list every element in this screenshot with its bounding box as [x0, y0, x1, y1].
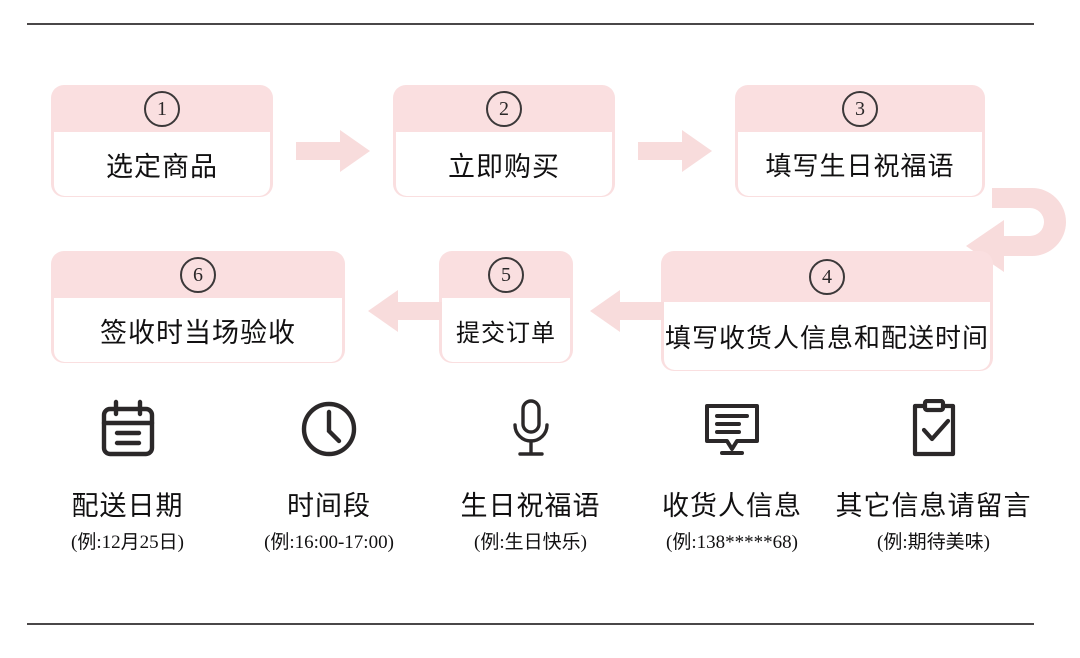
arrow-left-icon: [368, 290, 442, 332]
step-label-6: 签收时当场验收: [100, 317, 296, 348]
arrow-step3-to-step4: [960, 180, 1078, 280]
info-item-time-slot: 时间段 (例:16:00-17:00): [229, 396, 430, 554]
info-item-title: 配送日期: [71, 491, 184, 521]
info-item-recipient-info: 收货人信息 (例:138*****68): [632, 396, 833, 554]
info-item-example: (例:生日快乐): [474, 532, 587, 553]
flow-step-6[interactable]: 6 签收时当场验收: [52, 252, 344, 362]
step-label-5: 提交订单: [456, 320, 556, 347]
info-items-row: 配送日期 (例:12月25日) 时间段 (例:16:00-17:00): [27, 396, 1034, 571]
microphone-icon: [508, 396, 554, 462]
message-icon: [703, 396, 761, 462]
clock-icon: [299, 396, 359, 462]
step-label-band: 签收时当场验收: [54, 298, 342, 362]
step-label-band: 选定商品: [54, 132, 270, 196]
info-item-example: (例:16:00-17:00): [264, 532, 394, 553]
step-label-band: 立即购买: [396, 132, 612, 196]
step-label-4: 填写收货人信息和配送时间: [664, 323, 989, 353]
clipboard-check-icon: [908, 396, 960, 462]
info-item-example: (例:12月25日): [71, 532, 184, 553]
step-number-2: 2: [486, 91, 522, 127]
arrow-step4-to-step5: [584, 288, 664, 334]
step-number-band: 5: [440, 252, 572, 298]
step-label-1: 选定商品: [106, 151, 218, 182]
info-item-title: 时间段: [287, 491, 371, 521]
info-item-birthday-message: 生日祝福语 (例:生日快乐): [430, 396, 631, 554]
info-item-example: (例:期待美味): [877, 532, 990, 553]
step-label-2: 立即购买: [448, 151, 560, 182]
flow-step-4[interactable]: 4 填写收货人信息和配送时间: [662, 252, 992, 370]
step-number-band: 6: [52, 252, 344, 298]
step-label-3: 填写生日祝福语: [765, 151, 955, 181]
step-label-band: 提交订单: [442, 298, 570, 362]
step-number-6: 6: [180, 257, 216, 293]
top-divider: [27, 23, 1034, 25]
arrow-step1-to-step2: [296, 128, 376, 174]
info-item-example: (例:138*****68): [666, 532, 798, 553]
flow-step-5[interactable]: 5 提交订单: [440, 252, 572, 362]
step-number-band: 2: [394, 86, 614, 132]
info-item-delivery-date: 配送日期 (例:12月25日): [27, 396, 228, 554]
step-label-band: 填写生日祝福语: [738, 132, 982, 196]
bottom-divider: [27, 623, 1034, 625]
step-number-band: 4: [662, 252, 992, 302]
step-label-band: 填写收货人信息和配送时间: [664, 302, 990, 370]
step-number-4: 4: [809, 259, 845, 295]
arrow-step5-to-step6: [362, 288, 442, 334]
step-number-5: 5: [488, 257, 524, 293]
info-item-title: 生日祝福语: [460, 491, 601, 521]
step-number-band: 1: [52, 86, 272, 132]
flow-step-2[interactable]: 2 立即购买: [394, 86, 614, 196]
flow-step-1[interactable]: 1 选定商品: [52, 86, 272, 196]
arrow-right-icon: [296, 130, 370, 172]
step-number-3: 3: [842, 91, 878, 127]
info-item-other-notes: 其它信息请留言 (例:期待美味): [833, 396, 1034, 554]
step-number-1: 1: [144, 91, 180, 127]
flow-step-3[interactable]: 3 填写生日祝福语: [736, 86, 984, 196]
arrow-right-icon: [638, 130, 712, 172]
info-item-title: 收货人信息: [662, 491, 802, 521]
arrow-uturn-left-icon: [966, 188, 1066, 272]
calendar-icon: [99, 396, 157, 462]
arrow-left-icon: [590, 290, 664, 332]
step-number-band: 3: [736, 86, 984, 132]
info-item-title: 其它信息请留言: [835, 491, 1032, 521]
arrow-step2-to-step3: [638, 128, 718, 174]
